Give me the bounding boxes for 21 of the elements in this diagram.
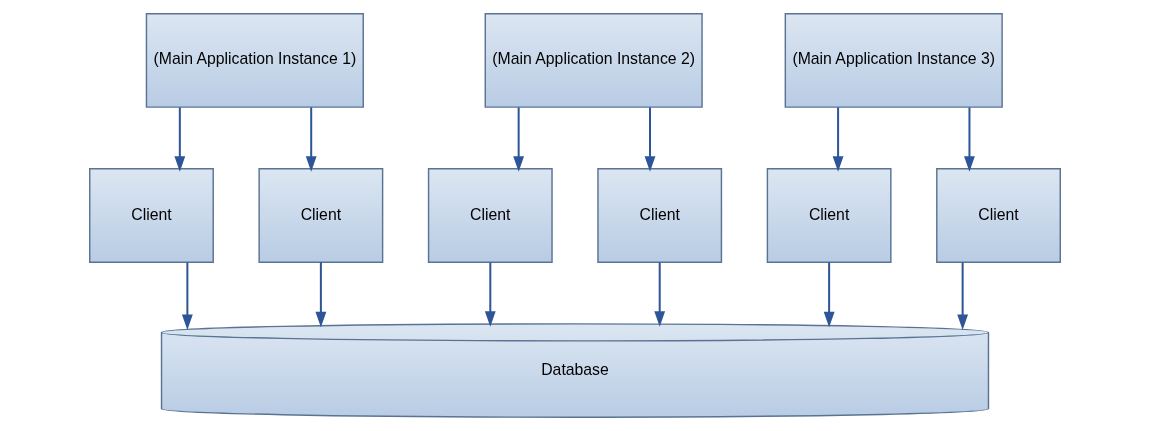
node-box: Client (427, 168, 553, 263)
node-box: (Main Application Instance 1) (145, 13, 364, 108)
arrow (653, 262, 665, 327)
arrow (314, 262, 326, 328)
node-box: (Main Application Instance 3) (784, 13, 1003, 108)
arrow (832, 107, 844, 172)
arrow (181, 262, 193, 330)
node-box: Client (88, 168, 214, 263)
arrow (173, 107, 185, 172)
node-box: Client (257, 168, 383, 263)
arrow (823, 262, 835, 328)
node-box: Client (766, 168, 892, 263)
arrow (956, 262, 968, 330)
arrow (484, 262, 496, 327)
arrow (963, 107, 975, 172)
arrow (305, 107, 317, 172)
node-box: Client (935, 168, 1061, 263)
node-box: Client (596, 168, 722, 263)
arrow (512, 107, 524, 172)
arrow (644, 107, 655, 172)
node-box: (Main Application Instance 2) (484, 13, 703, 108)
